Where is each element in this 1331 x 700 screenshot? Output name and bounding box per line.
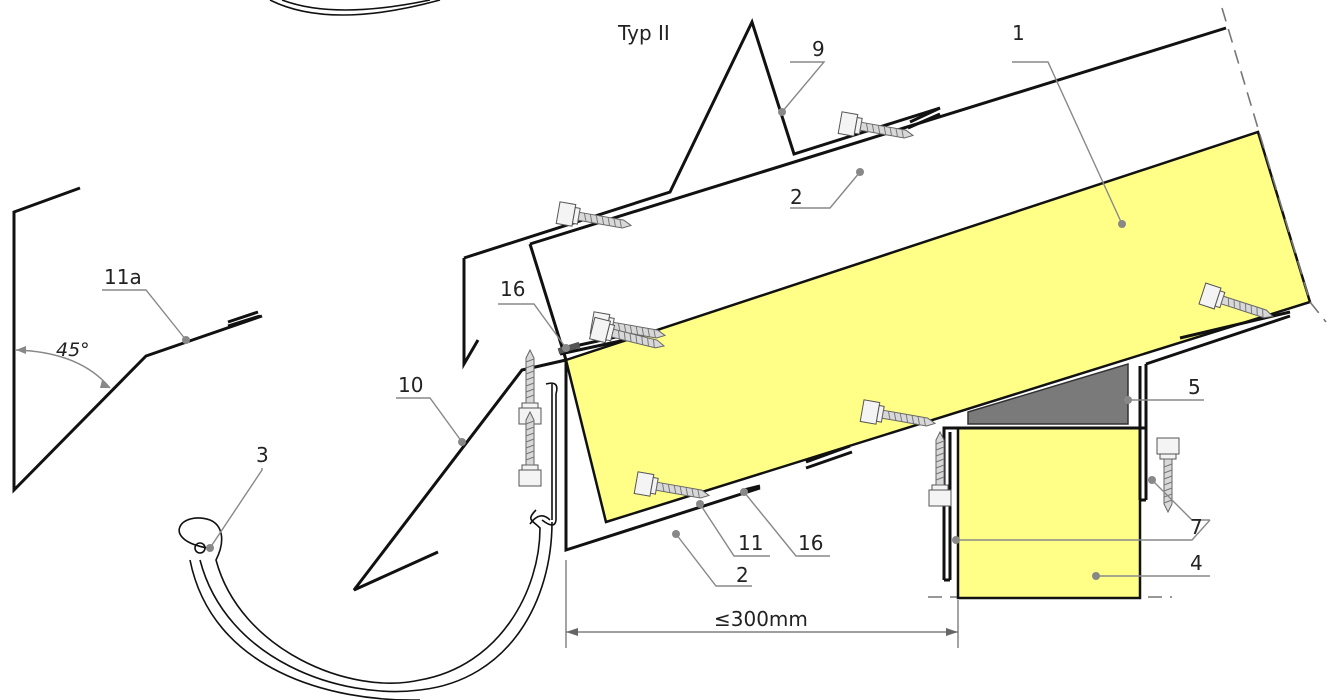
- dimension-line: [565, 560, 959, 648]
- title-type: Typ II: [617, 21, 670, 45]
- screw: [633, 471, 711, 499]
- screw: [518, 348, 542, 425]
- label-angle: 45°: [56, 339, 90, 361]
- gutter-bracket: [541, 382, 558, 526]
- label-16-left: 16: [500, 277, 525, 301]
- label-2-top: 2: [790, 185, 803, 209]
- screw: [837, 111, 915, 139]
- screw: [1198, 282, 1274, 319]
- label-1: 1: [1012, 21, 1025, 45]
- label-5: 5: [1188, 375, 1201, 399]
- screw: [1156, 437, 1180, 514]
- screw: [588, 316, 666, 349]
- eave-flashing-9: [462, 17, 941, 370]
- label-2-bottom: 2: [736, 563, 749, 587]
- self-drilling-screws: [518, 111, 1274, 514]
- screw: [859, 399, 937, 427]
- leader-lines: [102, 61, 1211, 587]
- top-gutter-fragment: [269, 0, 441, 16]
- label-16-bottom: 16: [798, 531, 823, 555]
- label-11: 11: [738, 531, 763, 555]
- dimension-label: ≤300mm: [714, 607, 808, 631]
- label-11a: 11a: [104, 265, 142, 289]
- half-round-gutter: [178, 509, 553, 700]
- angle-arc-45: [15, 346, 111, 389]
- screw: [555, 201, 633, 229]
- label-9: 9: [812, 37, 825, 61]
- support-wedge-block: [967, 362, 1129, 425]
- screw: [518, 410, 542, 487]
- label-7: 7: [1190, 515, 1203, 539]
- screw: [928, 430, 952, 507]
- flashing-11a: [12, 186, 263, 494]
- support-purlin: [956, 426, 1142, 600]
- label-4: 4: [1190, 551, 1203, 575]
- label-10: 10: [398, 373, 423, 397]
- label-3: 3: [256, 443, 269, 467]
